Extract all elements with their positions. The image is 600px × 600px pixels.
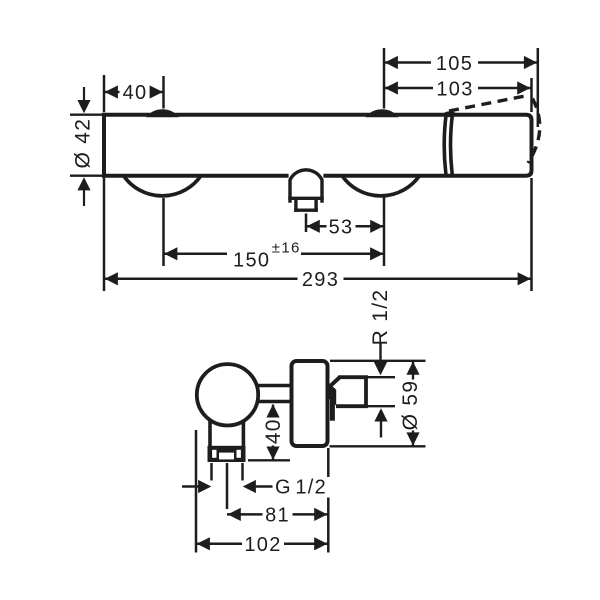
svg-text:105: 105: [436, 53, 473, 75]
svg-text:103: 103: [436, 78, 473, 100]
svg-text:±16: ±16: [272, 240, 301, 257]
svg-text:Ø 42: Ø 42: [71, 118, 94, 169]
svg-text:150: 150: [233, 249, 270, 271]
svg-text:53: 53: [329, 217, 354, 239]
svg-text:293: 293: [302, 269, 339, 291]
svg-text:Ø 59: Ø 59: [399, 380, 422, 431]
svg-text:40: 40: [123, 82, 148, 104]
svg-text:102: 102: [244, 534, 281, 556]
svg-text:40: 40: [262, 418, 285, 444]
svg-text:R 1/2: R 1/2: [369, 289, 392, 346]
svg-text:G1/2: G1/2: [275, 477, 327, 499]
svg-text:81: 81: [265, 505, 290, 527]
